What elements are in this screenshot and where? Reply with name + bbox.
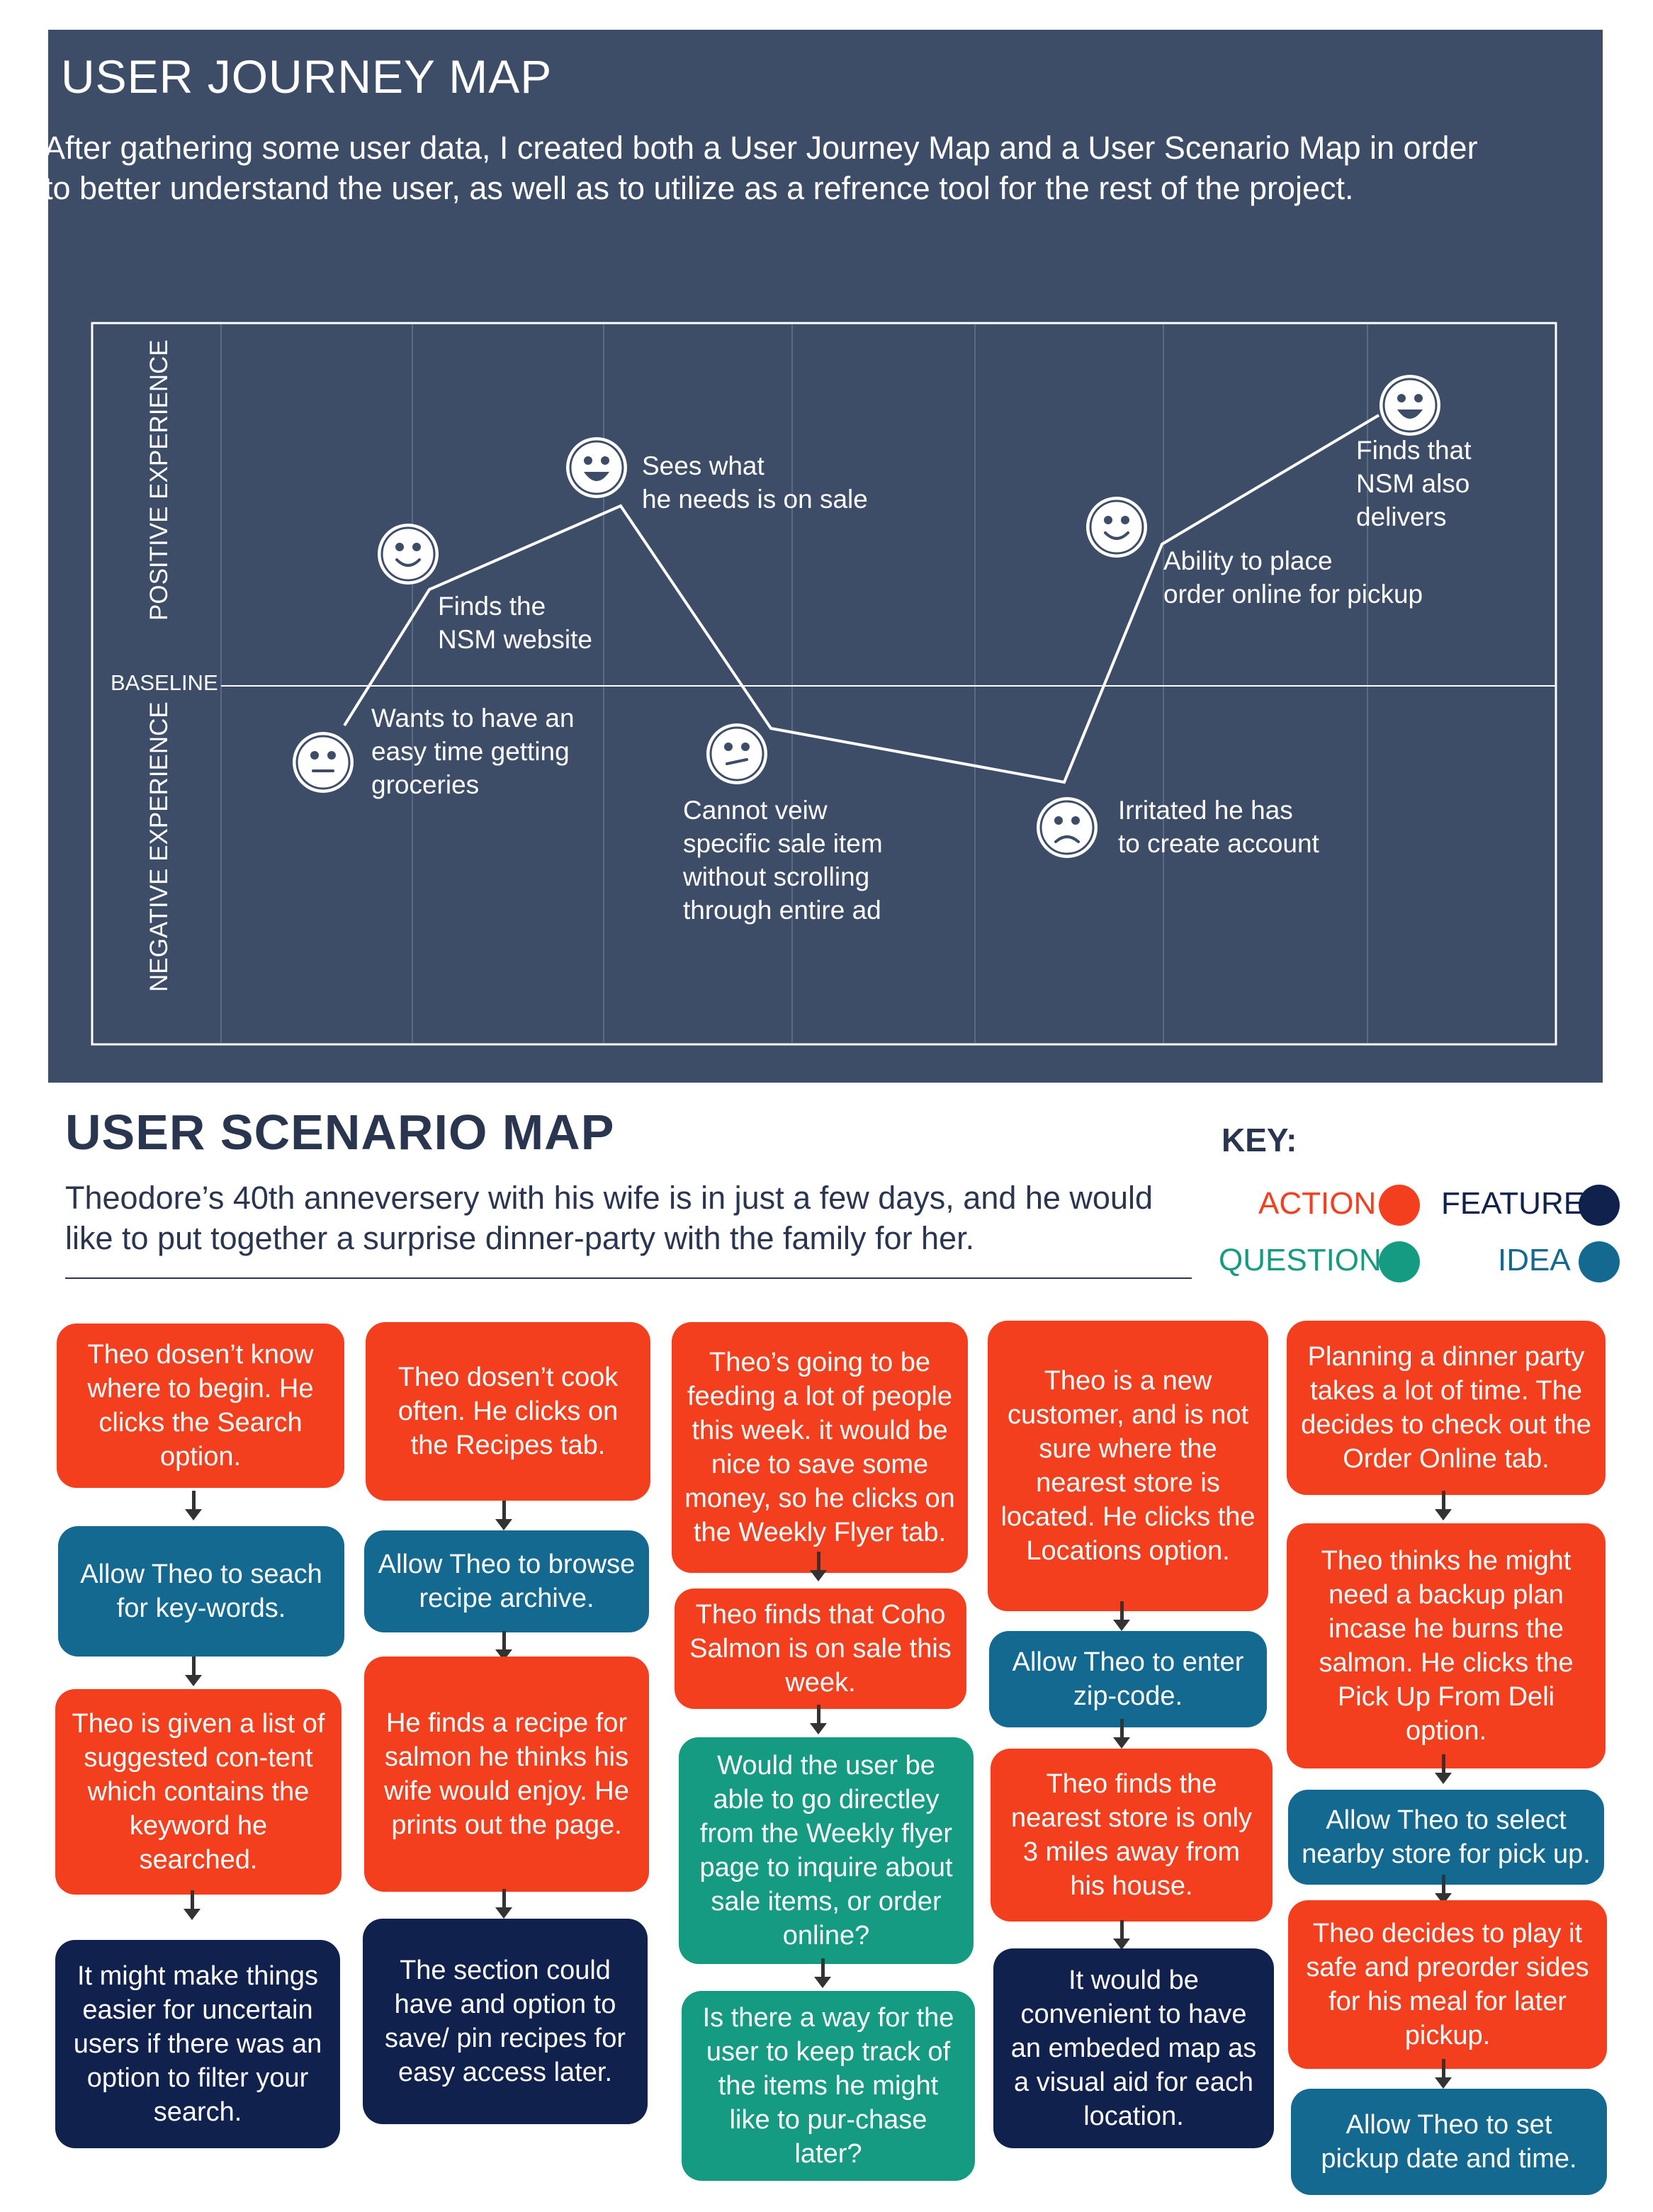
key-action-swatch [1379,1185,1420,1226]
journey-point-label: Irritated he has to create account [1118,796,1320,858]
key-idea-swatch [1579,1241,1620,1282]
journey-point-label-line: to create account [1118,829,1320,858]
journey-title: USER JOURNEY MAP [61,50,553,103]
journey-point-label-line: Cannot veiw [683,796,828,825]
scenario-box-action: Theo’s going to be feeding a lot of peop… [672,1322,968,1573]
journey-chart: BASELINE POSITIVE EXPERIENCE NEGATIVE EX… [91,322,1557,1046]
key-feature-label: FEATURE [1441,1186,1585,1221]
journey-point-label-line: he needs is on sale [642,485,868,514]
journey-point-label-line: groceries [371,770,479,799]
journey-point-label-line: easy time getting [371,737,570,766]
journey-point-label-line: Finds that [1356,436,1472,465]
journey-point-label-line: Sees what [642,451,765,480]
key-question-label: QUESTION [1219,1243,1382,1277]
scenario-box-idea: Allow Theo to select nearby store for pi… [1288,1790,1604,1885]
happy-face-icon [1086,497,1147,558]
flow-arrow [1434,1754,1452,1785]
flow-arrow [183,1890,201,1922]
journey-intro: After gathering some user data, I create… [44,130,1478,206]
scenario-box-action: Theo thinks he might need a backup plan … [1287,1523,1606,1768]
journey-point-label-line: NSM also [1356,469,1469,498]
journey-point-label-line: Wants to have an [371,704,575,733]
scenario-box-question: Would the user be able to go directley f… [679,1737,974,1964]
journey-point-label-line: without scrolling [682,862,869,891]
flow-arrow [184,1491,203,1522]
scenario-box-action: Theo dosen’t cook often. He clicks on th… [366,1322,650,1501]
journey-point-label: Cannot veiw specific sale item without scr… [682,796,883,925]
key-idea-label: IDEA [1498,1243,1571,1277]
journey-point-label-line: order online for pickup [1163,580,1423,609]
journey-map-panel [48,30,1603,1083]
flow-arrow [495,1501,513,1532]
flow-arrow [809,1705,828,1736]
scenario-box-action: Theo finds that Coho Salmon is on sale t… [675,1589,966,1709]
scenario-box-action: Theo is given a list of suggested con-te… [55,1689,342,1895]
scenario-box-action: Theo is a new customer, and is not sure … [988,1321,1268,1611]
scenario-intro: Theodore’s 40th anneversery with his wif… [65,1180,1153,1256]
scenario-box-action: He finds a recipe for salmon he thinks h… [364,1657,649,1892]
flow-arrow [809,1552,828,1583]
flow-arrow [1434,1491,1452,1522]
scenario-box-idea: Allow Theo to seach for key-words. [58,1526,344,1657]
sad-face-icon [1037,797,1098,858]
journey-point-label-line: Irritated he has [1118,796,1293,825]
scenario-box-feature: It might make things easier for uncertai… [55,1940,340,2148]
scenario-title: USER SCENARIO MAP [65,1105,615,1160]
divider [65,1277,1192,1279]
chart-gridlines [220,325,1368,1043]
scenario-box-action: Theo decides to play it safe and preorde… [1288,1900,1607,2069]
flow-arrow [1112,1719,1131,1750]
journey-point-label-line: Ability to place [1163,546,1333,575]
journey-point-label-line: through entire ad [683,896,881,925]
scenario-box-feature: It would be convenient to have an embede… [993,1948,1274,2148]
axis-negative-label: NEGATIVE EXPERIENCE [145,701,173,992]
flow-arrow [1112,1920,1131,1951]
scenario-box-action: Theo finds the nearest store is only 3 m… [991,1749,1273,1922]
baseline-label: BASELINE [111,670,218,695]
scenario-box-idea: Allow Theo to enter zip-code. [989,1631,1267,1727]
journey-point-label: Ability to place order online for pickup [1163,546,1423,609]
chart-frame [91,322,1557,1046]
journey-line [343,414,1380,784]
scenario-box-action: Theo dosen’t know where to begin. He cli… [57,1324,344,1488]
neutral-face-icon [293,732,354,793]
flow-arrow [495,1889,513,1920]
key-title: KEY: [1222,1122,1297,1158]
key-action-label: ACTION [1258,1186,1377,1221]
scenario-box-action: Planning a dinner party takes a lot of t… [1287,1321,1606,1495]
journey-point-label: Sees what he needs is on sale [642,451,868,514]
flow-arrow [184,1657,203,1688]
happy-face-icon [378,524,439,585]
journey-labels: Wants to have an easy time getting groceri… [371,436,1472,925]
scenario-box-idea: Allow Theo to set pickup date and time. [1291,2089,1607,2195]
journey-faces [293,375,1440,858]
journey-point-label: Wants to have an easy time getting groceri… [371,704,575,799]
journey-point-label-line: NSM website [438,625,592,654]
key-question-swatch [1379,1241,1420,1282]
journey-point-label-line: Finds the [438,592,546,621]
scenario-box-idea: Allow Theo to browse recipe archive. [364,1530,649,1632]
axis-positive-label: POSITIVE EXPERIENCE [145,339,173,621]
flow-arrow [1434,2059,1452,2090]
journey-point-label-line: delivers [1356,502,1447,531]
flow-arrow [1112,1601,1131,1632]
flow-arrow [813,1958,832,1990]
scenario-box-question: Is there a way for the user to keep trac… [682,1991,975,2181]
journey-path [343,414,1380,784]
very-happy-face-icon [1380,375,1440,436]
journey-point-label-line: specific sale item [683,829,883,858]
scenario-box-feature: The section could have and option to sav… [363,1919,648,2124]
confused-face-icon [706,723,767,784]
very-happy-face-icon [566,437,627,498]
key-feature-swatch [1579,1185,1620,1226]
